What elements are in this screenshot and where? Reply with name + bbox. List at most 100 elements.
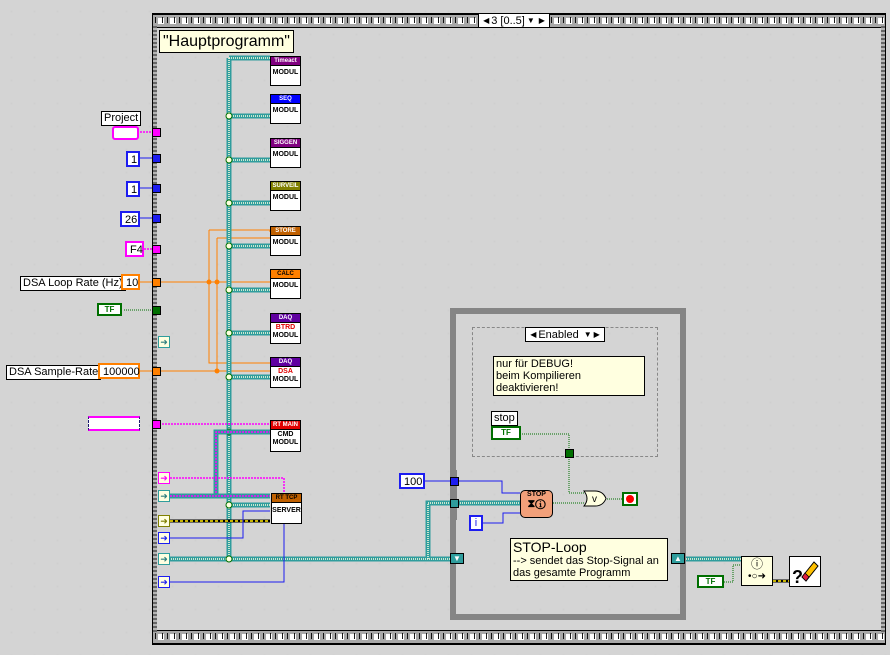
module-body: MODUL [272,439,299,446]
module-store[interactable]: STORE MODUL [270,226,301,256]
tunnel-project [152,128,161,137]
stop-loop-comment-line: --> sendet das Stop-Signal an [513,555,659,567]
debug-comment-line: nur für DEBUG! [496,358,574,370]
loop-tunnel-timeout [450,477,459,486]
module-subtitle: BTRD [275,324,296,331]
module-header: SURVEIL [271,182,300,191]
timeout-constant[interactable]: 100 [399,473,425,489]
boolean-constant[interactable]: TF [97,303,122,316]
shift-register-right-icon: ▲ [671,553,685,564]
shift-register-left-icon: ▼ [450,553,464,564]
stop-loop-comment: STOP-Loop --> sendet das Stop-Signal an … [510,538,668,581]
svg-text:v: v [592,494,597,505]
empty-string-constant[interactable] [88,416,140,431]
module-header: DAQ [271,314,300,323]
increment-arrow-icon[interactable]: ▶ [538,16,545,25]
module-body: MODUL [272,282,299,289]
module-surveil[interactable]: SURVEIL MODUL [270,181,301,211]
sequence-frame-left-border [153,26,157,632]
loop-tunnel-cluster [450,499,459,508]
tunnel-loop-rate [152,278,161,287]
project-path-constant[interactable] [112,126,139,140]
module-header: STORE [271,227,300,236]
sequence-local-arrow-icon: ➜ [158,576,170,588]
constant-1a[interactable]: 1 [126,151,140,167]
frame-index: 3 [0..5] [491,14,525,27]
constant-f4[interactable]: F4 [125,241,144,257]
module-timeact[interactable]: Timeact MODUL [270,56,301,86]
warning-icon: ⓘ [750,557,763,571]
decrement-arrow-icon[interactable]: ◀ [530,330,537,339]
sequence-local-arrow-icon: ➜ [158,490,170,502]
sequence-local-arrow-icon: ➜ [158,336,170,348]
module-header: SEQ [271,95,300,104]
dsa-sample-rate-constant[interactable]: 100000 [98,363,140,379]
stop-loop-comment-line: das gesamte Programm [513,567,631,579]
debug-comment-line: beim Kompilieren deaktivieren! [496,370,581,394]
sequence-local-arrow-icon: ➜ [158,472,170,484]
module-body: MODUL [272,69,299,76]
clear-errors-vi[interactable]: ⓘ •○➜ [741,556,773,586]
module-seq[interactable]: SEQ MODUL [270,94,301,124]
dsa-loop-rate-constant[interactable]: 10 [121,274,140,290]
decrement-arrow-icon[interactable]: ◀ [483,16,490,25]
sequence-local-arrow-icon: ➜ [158,532,170,544]
dsa-sample-rate-label: DSA Sample-Rate [6,365,102,380]
constant-26[interactable]: 26 [120,211,140,227]
boolean-constant-output[interactable]: TF [697,575,724,588]
tunnel-1a [152,154,161,163]
tunnel-f4 [152,245,161,254]
module-header: DAQ [271,358,300,367]
module-header: Timeact [271,57,300,66]
disable-structure-tunnel [565,449,574,458]
diagram-disable-selector[interactable]: ◀ Enabled ▼ ▶ [525,327,605,342]
dropdown-arrow-icon[interactable]: ▼ [583,330,592,339]
dsa-loop-rate-label: DSA Loop Rate (Hz) [20,276,126,291]
module-header: RT MAIN [271,421,300,430]
module-subtitle: CMD [277,431,294,438]
tunnel-sample-rate [152,367,161,376]
tunnel-1b [152,184,161,193]
merge-arrow-icon: •○➜ [748,571,766,582]
module-header: RT TCP [272,494,301,503]
dropdown-arrow-icon[interactable]: ▼ [526,16,535,25]
increment-arrow-icon[interactable]: ▶ [593,330,600,339]
sequence-frame-bottom-border [153,630,885,644]
module-header: SIGGEN [271,139,300,148]
module-subtitle: DSA [278,368,293,375]
or-gate-icon: v [583,490,607,507]
warning-icon: ⧗ⓘ [527,498,546,510]
frame-title-comment: "Hauptprogramm" [159,30,294,53]
module-body: MODUL [272,239,299,246]
sequence-frame-selector[interactable]: ◀ 3 [0..5] ▼ ▶ [478,13,550,28]
stop-boolean-control[interactable]: TF [491,426,521,440]
module-rt-tcp-server[interactable]: RT TCP SERVER [271,493,302,524]
sequence-local-arrow-icon: ➜ [158,515,170,527]
module-header: CALC [271,270,300,279]
project-label: Project [101,111,142,126]
module-body: SERVER [272,507,301,514]
module-body: MODUL [272,107,299,114]
loop-condition-terminal[interactable] [622,492,638,506]
sequence-frame-right-border [881,26,885,632]
tunnel-26 [152,214,161,223]
module-body: MODUL [272,194,299,201]
module-body: MODUL [272,332,299,339]
stop-while-loop[interactable] [450,308,686,620]
constant-1b[interactable]: 1 [126,181,140,197]
module-siggen[interactable]: SIGGEN MODUL [270,138,301,168]
stop-subvi-label: STOP [527,491,546,498]
stop-subvi[interactable]: STOP ⧗ⓘ [520,490,553,518]
module-body: MODUL [272,151,299,158]
sequence-local-arrow-icon: ➜ [158,553,170,565]
iteration-terminal: i [469,515,483,531]
tunnel-string [152,420,161,429]
error-handler-vi[interactable]: ? [789,556,821,587]
eraser-question-icon: ? [792,561,819,587]
module-calc[interactable]: CALC MODUL [270,269,301,299]
stop-if-true-icon [626,495,634,503]
module-body: MODUL [272,376,299,383]
